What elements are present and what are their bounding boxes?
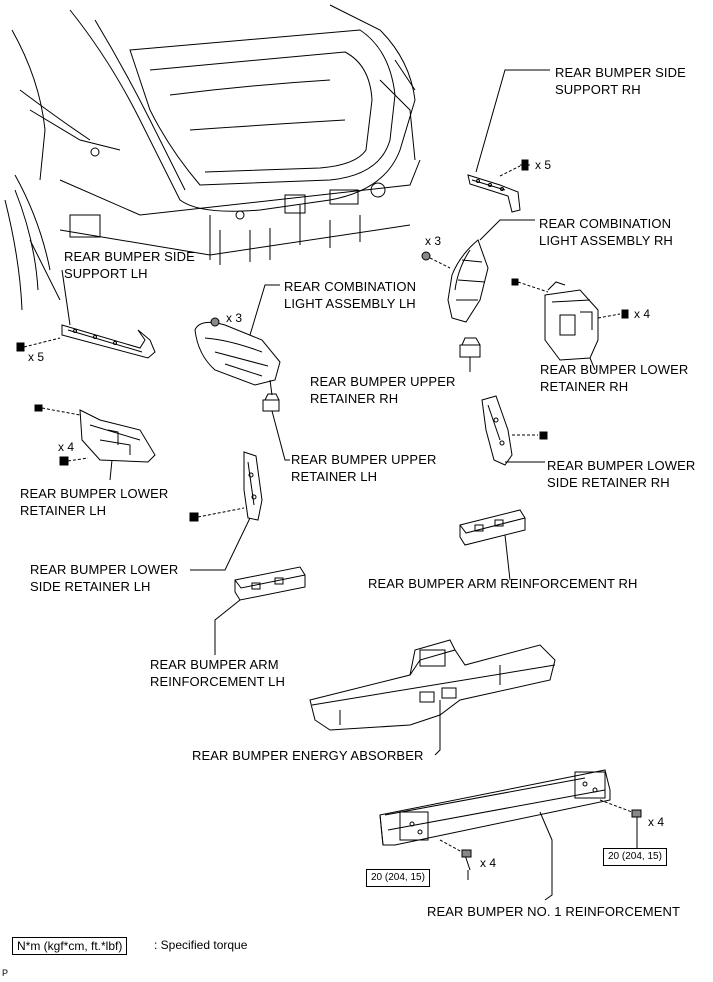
qty-reinf-left: x 4 bbox=[480, 856, 497, 870]
bolt-icon bbox=[499, 159, 530, 177]
label-arm-reinf-lh: REAR BUMPER ARM REINFORCEMENT LH bbox=[150, 657, 285, 689]
torque-spec-left: 20 (204, 15) bbox=[366, 869, 430, 887]
qty-comb-light-lh: x 3 bbox=[226, 311, 243, 325]
upper-retainer-lh-part bbox=[262, 393, 290, 461]
label-lower-side-retainer-rh: REAR BUMPER LOWER SIDE RETAINER RH bbox=[547, 458, 696, 490]
bolt-icon bbox=[439, 799, 642, 880]
bolt-icon bbox=[16, 337, 61, 352]
torque-spec-right: 20 (204, 15) bbox=[603, 848, 667, 866]
nut-icon bbox=[210, 317, 220, 327]
energy-absorber-part bbox=[309, 639, 556, 756]
legend-description: : Specified torque bbox=[154, 938, 248, 952]
side-support-lh-part bbox=[61, 269, 156, 359]
arm-reinforcement-rh-part bbox=[459, 509, 526, 581]
legend-torque-unit: N*m (kgf*cm, ft.*lbf) bbox=[12, 937, 128, 955]
bolt-icon bbox=[34, 404, 89, 466]
qty-lower-retainer-lh: x 4 bbox=[58, 440, 75, 454]
lower-side-retainer-lh-part bbox=[190, 451, 263, 571]
qty-comb-light-rh: x 3 bbox=[425, 234, 442, 248]
qty-side-support-rh: x 5 bbox=[535, 158, 552, 172]
vehicle-rear-body bbox=[4, 4, 421, 311]
figure-mark: P bbox=[2, 968, 9, 978]
label-upper-retainer-lh: REAR BUMPER UPPER RETAINER LH bbox=[291, 452, 437, 484]
label-side-support-rh: REAR BUMPER SIDE SUPPORT RH bbox=[555, 65, 686, 97]
label-side-support-lh: REAR BUMPER SIDE SUPPORT LH bbox=[64, 249, 195, 281]
lower-side-retainer-rh-part bbox=[481, 395, 545, 466]
bolt-icon bbox=[512, 431, 548, 440]
label-no1-reinf: REAR BUMPER NO. 1 REINFORCEMENT bbox=[427, 904, 681, 919]
bolt-icon bbox=[189, 507, 245, 522]
qty-reinf-right: x 4 bbox=[648, 815, 665, 829]
label-comb-light-rh: REAR COMBINATION LIGHT ASSEMBLY RH bbox=[539, 216, 673, 248]
nut-icon bbox=[421, 251, 451, 269]
label-lower-side-retainer-lh: REAR BUMPER LOWER SIDE RETAINER LH bbox=[30, 562, 179, 594]
bolt-icon bbox=[511, 278, 629, 319]
lower-retainer-lh-part bbox=[79, 409, 156, 481]
no1-reinforcement-part bbox=[379, 769, 611, 901]
label-upper-retainer-rh: REAR BUMPER UPPER RETAINER RH bbox=[310, 374, 456, 406]
arm-reinforcement-lh-part bbox=[214, 566, 306, 655]
label-lower-retainer-lh: REAR BUMPER LOWER RETAINER LH bbox=[20, 486, 169, 518]
side-support-rh-part bbox=[467, 69, 550, 213]
qty-lower-retainer-rh: x 4 bbox=[634, 307, 651, 321]
label-lower-retainer-rh: REAR BUMPER LOWER RETAINER RH bbox=[540, 362, 689, 394]
combination-light-lh-part bbox=[194, 284, 281, 396]
lower-retainer-rh-part bbox=[544, 281, 599, 371]
upper-retainer-rh-part bbox=[459, 337, 481, 372]
combination-light-rh-part bbox=[447, 219, 535, 323]
label-comb-light-lh: REAR COMBINATION LIGHT ASSEMBLY LH bbox=[284, 279, 417, 311]
label-arm-reinf-rh: REAR BUMPER ARM REINFORCEMENT RH bbox=[368, 576, 638, 591]
qty-side-support-lh: x 5 bbox=[28, 350, 45, 364]
label-energy-absorber: REAR BUMPER ENERGY ABSORBER bbox=[192, 748, 424, 763]
